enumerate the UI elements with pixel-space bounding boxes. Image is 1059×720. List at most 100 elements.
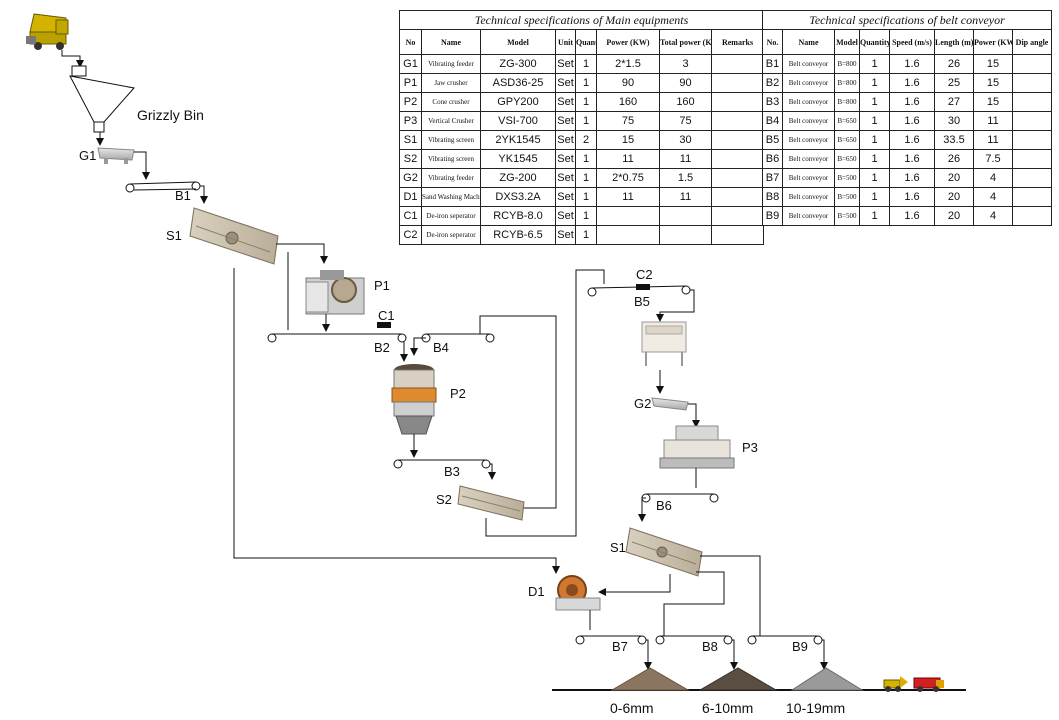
table-cell: B=650: [834, 111, 860, 131]
table-cell: 1: [859, 92, 890, 112]
table-cell: 160: [596, 92, 660, 112]
table-cell: [596, 225, 660, 245]
belt-table-header-3: Quantity: [859, 29, 890, 55]
table-cell: 1: [859, 73, 890, 93]
table-cell: Belt conveyor: [782, 130, 835, 150]
table-cell: 2*0.75: [596, 168, 660, 188]
table-cell: 1: [859, 149, 890, 169]
table-cell: Belt conveyor: [782, 206, 835, 226]
table-cell: P2: [399, 92, 422, 112]
table-cell: B2: [762, 73, 783, 93]
table-cell: 1.6: [889, 130, 935, 150]
s1-top-label: S1: [166, 228, 182, 243]
table-cell: 4: [973, 206, 1013, 226]
d1-label: D1: [528, 584, 545, 599]
table-cell: RCYB-8.0: [480, 206, 556, 226]
table-cell: Set: [555, 187, 576, 207]
belt-table-header-6: Power (KW): [973, 29, 1013, 55]
table-cell: 33.5: [934, 130, 974, 150]
table-cell: 20: [934, 168, 974, 188]
table-cell: Jaw crusher: [421, 73, 481, 93]
g1-label: G1: [79, 148, 96, 163]
belt-table-header-5: Length (m): [934, 29, 974, 55]
table-cell: [710, 111, 765, 131]
table-cell: 90: [659, 73, 712, 93]
main-table-header-0: No: [399, 29, 422, 55]
product-label-0-6mm: 0-6mm: [610, 700, 654, 716]
main-table-header-6: Total power (KW): [659, 29, 712, 55]
table-cell: 30: [934, 111, 974, 131]
table-cell: 1: [859, 187, 890, 207]
table-cell: Set: [555, 111, 576, 131]
table-cell: [710, 225, 765, 245]
table-cell: P1: [399, 73, 422, 93]
table-cell: 1.5: [659, 168, 712, 188]
c1-label: C1: [378, 308, 395, 323]
main-table-header-3: Unit: [555, 29, 576, 55]
table-cell: 11: [659, 187, 712, 207]
table-cell: [1011, 168, 1053, 188]
b9-label: B9: [792, 639, 808, 654]
table-cell: B=800: [834, 92, 860, 112]
belt-conveyor-b6: [641, 493, 719, 503]
table-cell: 3: [659, 54, 712, 74]
table-cell: Sand Washing Machine: [421, 187, 481, 207]
product-pile-10-19mm: [790, 667, 864, 691]
table-cell: Set: [555, 130, 576, 150]
b8-label: B8: [702, 639, 718, 654]
table-cell: [659, 206, 712, 226]
table-cell: 1: [575, 73, 597, 93]
table-cell: B=500: [834, 168, 860, 188]
belt-conveyor-b7: [575, 635, 647, 645]
s2-label: S2: [436, 492, 452, 507]
table-cell: [1011, 130, 1053, 150]
table-cell: [1011, 206, 1053, 226]
table-cell: Belt conveyor: [782, 92, 835, 112]
table-cell: 15: [973, 54, 1013, 74]
table-cell: B=500: [834, 206, 860, 226]
table-cell: 7.5: [973, 149, 1013, 169]
product-pile-0-6mm: [610, 667, 690, 691]
table-cell: 15: [596, 130, 660, 150]
table-cell: 1: [859, 130, 890, 150]
table-cell: YK1545: [480, 149, 556, 169]
table-cell: 2*1.5: [596, 54, 660, 74]
table-cell: 27: [934, 92, 974, 112]
table-cell: 11: [659, 149, 712, 169]
table-cell: 15: [973, 73, 1013, 93]
b5-label: B5: [634, 294, 650, 309]
table-cell: Set: [555, 54, 576, 74]
table-cell: 4: [973, 168, 1013, 188]
belt-conveyor-b5: [587, 285, 691, 297]
table-cell: 1: [575, 206, 597, 226]
table-cell: [710, 168, 765, 188]
table-cell: Belt conveyor: [782, 111, 835, 131]
belt-conveyor-b1: [125, 181, 201, 193]
belt-conveyor-b9: [747, 635, 823, 645]
belt-table-header-0: No.: [762, 29, 783, 55]
table-cell: 26: [934, 54, 974, 74]
table-cell: S1: [399, 130, 422, 150]
table-cell: [1011, 111, 1053, 131]
table-cell: 1: [575, 225, 597, 245]
table-cell: ZG-300: [480, 54, 556, 74]
table-cell: De-iron seperator: [421, 225, 481, 245]
belt-conveyor-b3: [393, 459, 491, 469]
table-cell: Set: [555, 149, 576, 169]
table-cell: 1.6: [889, 149, 935, 169]
b3-label: B3: [444, 464, 460, 479]
main-table-header-1: Name: [421, 29, 481, 55]
cone-crusher-p2-icon: [391, 364, 437, 435]
table-cell: Set: [555, 206, 576, 226]
g2-label: G2: [634, 396, 651, 411]
belt-table-title: Technical specifications of belt conveyo…: [761, 10, 1053, 30]
